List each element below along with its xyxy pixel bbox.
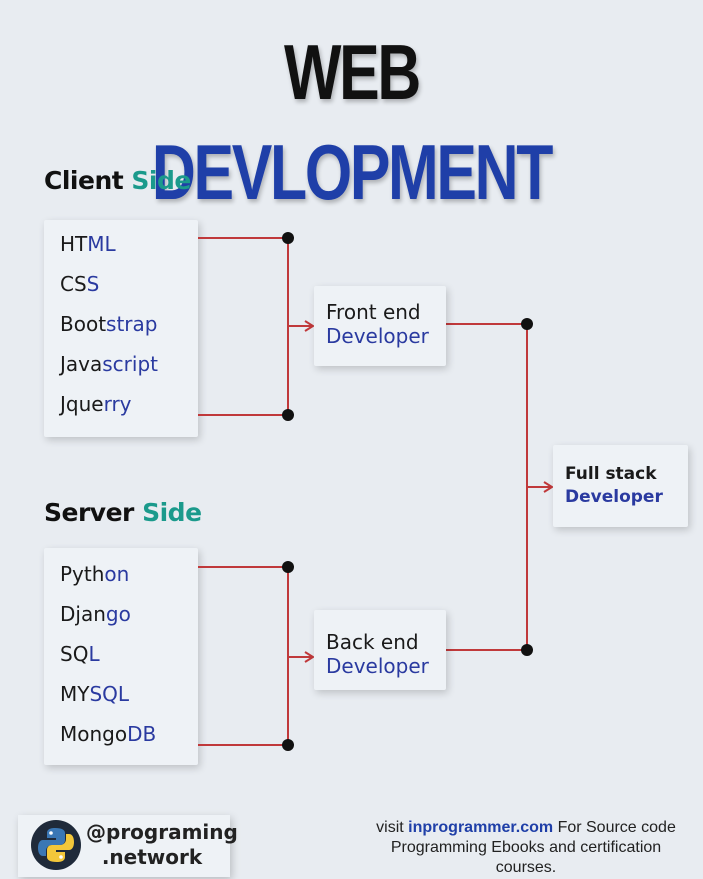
handle-line-2: .network	[101, 845, 203, 869]
client-side-heading: Client Side	[44, 166, 191, 195]
arrow-head-icon	[304, 320, 315, 332]
side-heading-word: Side	[131, 166, 191, 195]
list-item: MongoDB	[60, 722, 157, 746]
back-end-developer-box: Back end Developer	[314, 610, 446, 690]
visit-prefix: visit	[376, 819, 404, 836]
arrow-head-icon	[304, 651, 315, 663]
full-stack-label: Full stack	[565, 464, 657, 484]
back-end-label: Back end	[326, 630, 419, 654]
list-item: Python	[60, 562, 130, 586]
python-logo-icon	[31, 820, 81, 870]
back-end-developer-label: Developer	[326, 654, 429, 678]
list-item: HTML	[60, 232, 116, 256]
junction-dot-icon	[282, 232, 294, 244]
side-heading-word: Side	[142, 498, 202, 527]
junction-dot-icon	[282, 409, 294, 421]
server-heading-word: Server	[44, 498, 134, 527]
page-title: WEB DEVLOPMENT	[77, 22, 625, 222]
server-side-heading: Server Side	[44, 498, 202, 527]
list-item: Bootstrap	[60, 312, 158, 336]
list-item: CSS	[60, 272, 100, 296]
front-end-developer-box: Front end Developer	[314, 286, 446, 366]
social-handle: @programing .network	[86, 820, 238, 870]
client-heading-word: Client	[44, 166, 124, 195]
server-side-list-box: Python Django SQL MYSQL MongoDB	[44, 548, 198, 765]
junction-dot-icon	[282, 739, 294, 751]
footer-promo-text: visit inprogrammer.com For Source code P…	[368, 818, 684, 878]
junction-dot-icon	[282, 561, 294, 573]
list-item: Javascript	[60, 352, 158, 376]
front-end-label: Front end	[326, 300, 421, 324]
list-item: SQL	[60, 642, 100, 666]
list-item: Jquerry	[60, 392, 132, 416]
list-item: Django	[60, 602, 131, 626]
title-development: DEVLOPMENT	[151, 128, 553, 216]
junction-dot-icon	[521, 644, 533, 656]
title-web: WEB	[284, 28, 421, 116]
site-link[interactable]: inprogrammer.com	[408, 819, 554, 836]
list-item: MYSQL	[60, 682, 130, 706]
front-end-developer-label: Developer	[326, 324, 429, 348]
visit-suffix: For Source code Programming Ebooks and c…	[390, 819, 676, 876]
junction-dot-icon	[521, 318, 533, 330]
arrow-head-icon	[543, 481, 554, 493]
full-stack-developer-label: Developer	[565, 487, 663, 507]
full-stack-developer-box: Full stack Developer	[553, 445, 688, 527]
client-side-list-box: HTML CSS Bootstrap Javascript Jquerry	[44, 220, 198, 437]
handle-line-1: @programing	[86, 820, 238, 844]
